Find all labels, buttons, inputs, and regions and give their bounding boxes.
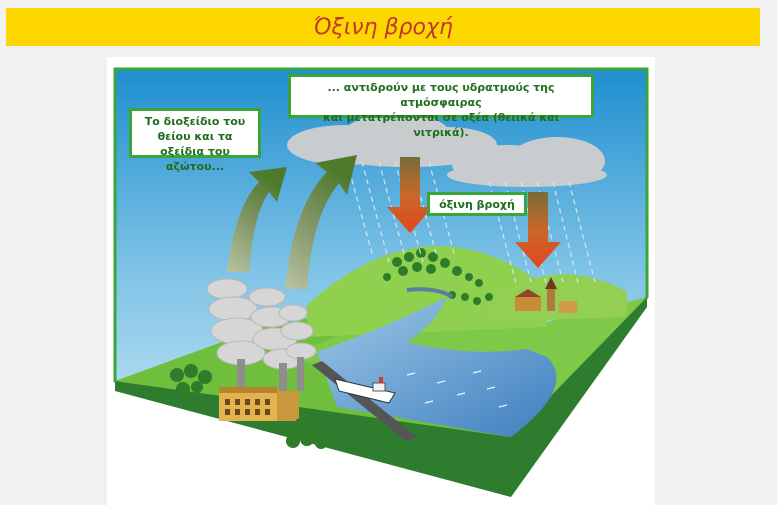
smoke	[206, 278, 317, 370]
forest-dots	[383, 248, 493, 305]
diagram-illustration	[113, 67, 649, 497]
reaction-label-line1: ... αντιδρούν με τους υδρατμούς της ατμό…	[327, 81, 555, 109]
chimneys	[237, 357, 304, 393]
clouds	[287, 113, 607, 187]
factory	[219, 387, 299, 421]
reaction-label-line2: και μετατρέπονται σε οξέα (θειικά και νι…	[323, 111, 559, 139]
green-arrow-right	[285, 155, 357, 289]
acid-rain-diagram: Το διοξείδιο του θείου και τα οξείδια το…	[107, 57, 655, 505]
ground-edge	[115, 297, 647, 497]
emissions-label-line2: θείου και τα	[157, 130, 233, 143]
acid-rain-label: όξινη βροχή	[427, 192, 527, 216]
lake	[317, 297, 557, 437]
trees-front	[170, 364, 327, 449]
ship	[334, 377, 396, 404]
emissions-label: Το διοξείδιο του θείου και τα οξείδια το…	[129, 108, 261, 173]
green-arrow-left	[227, 167, 287, 272]
title-bar: Όξινη βροχή	[6, 8, 760, 46]
reaction-label: ... αντιδρούν με τους υδρατμούς της ατμό…	[288, 74, 594, 139]
emissions-label-line3: οξείδια του αζώτου...	[160, 145, 230, 173]
page-title: Όξινη βροχή	[313, 14, 453, 40]
emissions-label-line1: Το διοξείδιο του	[144, 115, 246, 128]
red-arrow-right	[515, 192, 561, 268]
river	[406, 287, 454, 299]
red-arrow-left	[387, 157, 433, 233]
village	[515, 277, 577, 313]
water-sparkles	[406, 370, 508, 408]
